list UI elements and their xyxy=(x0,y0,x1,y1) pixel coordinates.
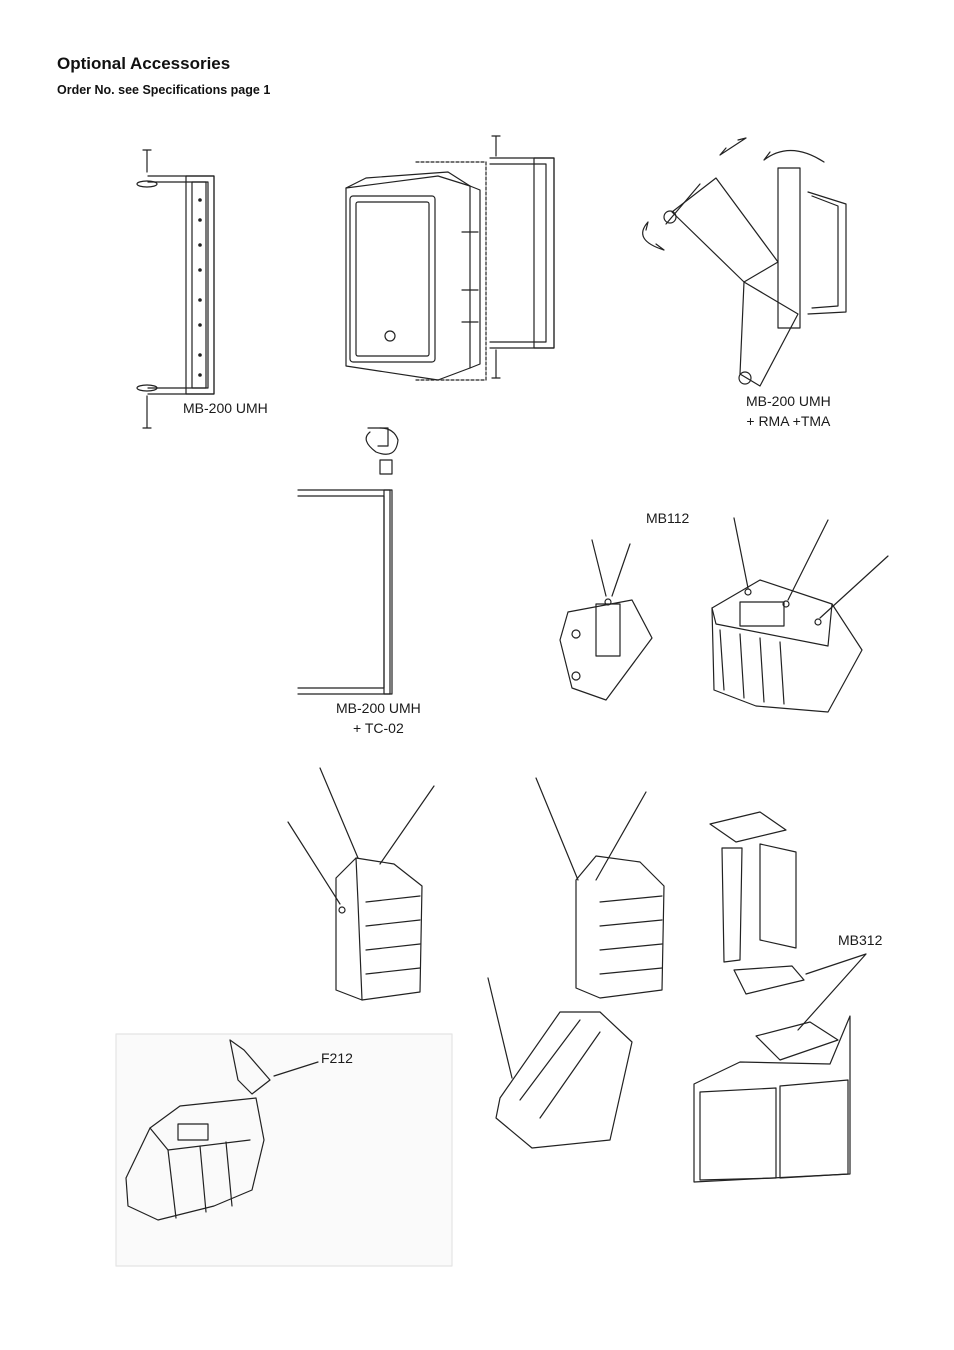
label-mb112: MB112 xyxy=(646,508,689,528)
label-mb312: MB312 xyxy=(838,930,882,950)
mb200-umh-bracket-drawing xyxy=(137,150,214,428)
array-speaker-center-drawing xyxy=(488,778,664,1148)
label-mb200-rma-line1: MB-200 UMH xyxy=(746,393,831,409)
page-subtitle: Order No. see Specifications page 1 xyxy=(57,83,271,97)
label-mb200-rma-tma: MB-200 UMH + RMA +TMA xyxy=(746,391,831,431)
page-title: Optional Accessories xyxy=(57,54,231,73)
speaker-with-bracket-drawing xyxy=(346,136,554,380)
mb200-tc02-drawing xyxy=(298,428,398,694)
array-speaker-left-drawing xyxy=(288,768,434,1000)
mb200-rma-tma-drawing xyxy=(643,138,846,386)
speaker-rigging-drawing xyxy=(712,518,888,712)
label-f212: F212 xyxy=(321,1048,353,1068)
label-mb200-tc02: MB-200 UMH + TC-02 xyxy=(336,698,421,738)
label-mb312-text: MB312 xyxy=(838,932,883,948)
label-mb200-tc02-line1: MB-200 UMH xyxy=(336,700,421,716)
mb312-drawing xyxy=(694,812,866,1182)
label-mb200-rma-line2: + RMA +TMA xyxy=(746,413,831,429)
label-mb112-text: MB112 xyxy=(646,510,690,526)
f212-drawing xyxy=(116,1034,452,1266)
label-mb200-tc02-line2: + TC-02 xyxy=(353,720,404,736)
label-mb200-umh-text: MB-200 UMH xyxy=(183,400,268,416)
label-f212-text: F212 xyxy=(321,1050,353,1066)
mb112-drawing xyxy=(560,540,652,700)
label-mb200-umh: MB-200 UMH xyxy=(183,398,268,418)
